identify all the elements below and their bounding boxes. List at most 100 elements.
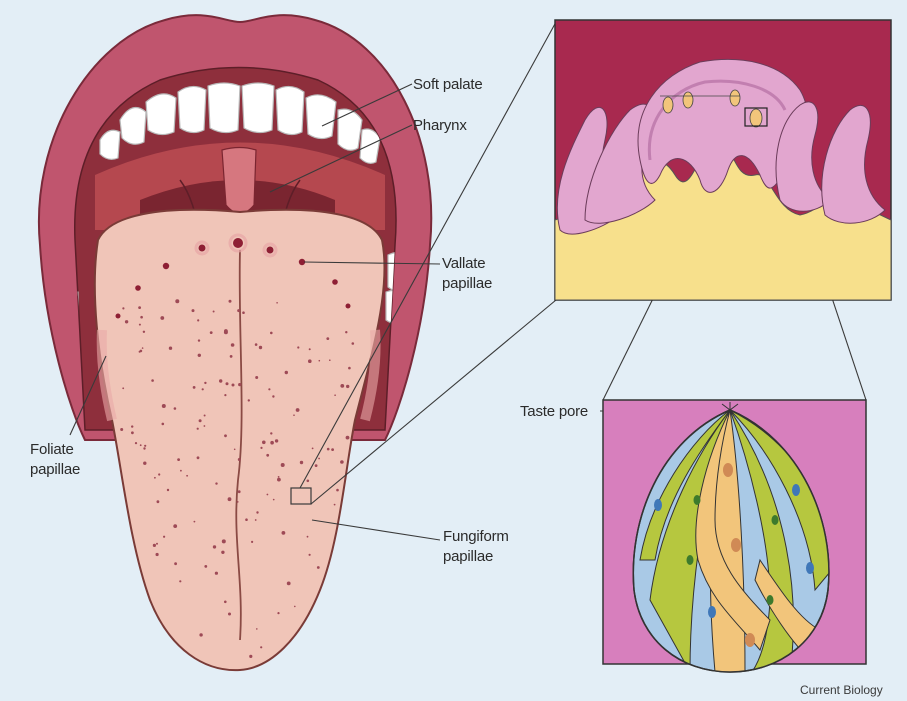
fungiform-papilla-dot — [267, 494, 269, 496]
label-soft-palate: Soft palate — [413, 75, 483, 94]
fungiform-papilla-dot — [272, 395, 274, 397]
fungiform-papilla-dot — [139, 324, 141, 326]
fungiform-papilla-dot — [238, 383, 241, 386]
fungiform-papilla-dot — [336, 489, 339, 492]
fungiform-papilla-dot — [131, 431, 134, 434]
fungiform-papilla-dot — [224, 329, 228, 333]
fungiform-papilla-dot — [262, 441, 266, 445]
tongue — [95, 210, 385, 670]
fungiform-papilla-dot — [234, 449, 236, 451]
fungiform-papilla-dot — [224, 601, 227, 604]
fungiform-papilla-dot — [259, 346, 262, 349]
fungiform-papilla-dot — [140, 444, 142, 446]
fungiform-papilla-dot — [251, 541, 253, 543]
fungiform-papilla-dot — [153, 544, 156, 547]
fungiform-papilla-dot — [125, 320, 128, 323]
fungiform-papilla-dot — [120, 428, 123, 431]
fungiform-papilla-dot — [199, 419, 202, 422]
fungiform-papilla-dot — [319, 360, 321, 362]
label-vallate-line1: Vallate — [442, 254, 485, 273]
fungiform-papilla-dot — [297, 346, 299, 348]
label-foliate-line1: Foliate — [30, 440, 74, 459]
fungiform-papilla-dot — [300, 461, 303, 464]
fungiform-papilla-dot — [173, 524, 177, 528]
fungiform-papilla-dot — [122, 307, 124, 309]
fungiform-papilla-dot — [204, 565, 207, 568]
uvula — [222, 148, 256, 214]
fungiform-papilla-dot — [275, 439, 278, 442]
fungiform-papilla-dot — [281, 463, 285, 467]
fungiform-papilla-dot — [230, 355, 233, 358]
fungiform-papilla-dot — [138, 306, 141, 309]
fungiform-papilla-dot — [144, 445, 146, 447]
fungiform-papilla-dot — [197, 456, 200, 459]
fungiform-papilla-dot — [122, 387, 124, 389]
fungiform-papilla-dot — [210, 331, 213, 334]
label-foliate-line2: papillae — [30, 460, 80, 479]
fungiform-papilla-dot — [204, 425, 206, 427]
fungiform-papilla-dot — [260, 447, 262, 449]
fungiform-papilla-dot — [238, 490, 241, 493]
fungiform-papilla-dot — [198, 339, 200, 341]
papillae-cross-section-inset — [555, 20, 891, 300]
fungiform-papilla-dot — [248, 399, 250, 401]
taste-bud-inset — [603, 400, 866, 672]
fungiform-papilla-dot — [142, 347, 144, 349]
fungiform-papilla-dot — [340, 460, 344, 464]
fungiform-papilla-dot — [215, 482, 217, 484]
label-fungiform-line2: papillae — [443, 547, 493, 566]
fungiform-papilla-dot — [268, 388, 270, 390]
fungiform-papilla-dot — [154, 477, 156, 479]
fungiform-papilla-dot — [226, 382, 229, 385]
credit-text: Current Biology — [800, 683, 883, 697]
fungiform-papilla-dot — [204, 415, 206, 417]
fungiform-papilla-dot — [197, 428, 199, 430]
fungiform-papilla-dot — [224, 434, 227, 437]
fungiform-papilla-dot — [315, 464, 318, 467]
fungiform-papilla-dot — [312, 448, 314, 450]
fungiform-papilla-dot — [219, 379, 222, 382]
fungiform-papilla-dot — [228, 613, 231, 616]
fungiform-papilla-dot — [156, 553, 159, 556]
fungiform-papilla-dot — [160, 316, 164, 320]
fungiform-papilla-dot — [194, 521, 196, 523]
fungiform-papilla-dot — [162, 404, 166, 408]
fungiform-papilla-dot — [139, 351, 141, 353]
fungiform-papilla-dot — [340, 384, 344, 388]
fungiform-papilla-dot — [169, 347, 172, 350]
fungiform-papilla-dot — [296, 408, 300, 412]
fungiform-papilla-dot — [270, 441, 274, 445]
fungiform-papilla-dot — [157, 500, 160, 503]
fungiform-papilla-dot — [255, 519, 257, 521]
fungiform-papilla-dot — [352, 342, 355, 345]
fungiform-papilla-dot — [256, 511, 258, 513]
fungiform-papilla-dot — [162, 423, 165, 426]
fungiform-papilla-dot — [131, 425, 133, 427]
fungiform-papilla-dot — [237, 309, 240, 312]
fungiform-papilla-dot — [151, 379, 154, 382]
fungiform-papilla-dot — [177, 458, 180, 461]
label-vallate-line2: papillae — [442, 274, 492, 293]
fungiform-papilla-dot — [285, 371, 288, 374]
fungiform-papilla-dot — [202, 388, 204, 390]
fungiform-papilla-dot — [308, 359, 312, 363]
fungiform-papilla-dot — [158, 473, 160, 475]
fungiform-papilla-dot — [255, 376, 258, 379]
fungiform-papilla-dot — [174, 407, 177, 410]
fungiform-papilla-dot — [135, 442, 137, 444]
fungiform-papilla-dot — [237, 501, 239, 503]
fungiform-papilla-dot — [278, 476, 280, 478]
fungiform-papilla-dot — [334, 504, 336, 506]
fungiform-papilla-dot — [140, 316, 143, 319]
fungiform-papilla-dot — [318, 458, 320, 460]
label-pharynx: Pharynx — [413, 116, 467, 135]
fungiform-papilla-dot — [175, 299, 179, 303]
fungiform-papilla-dot — [273, 499, 275, 501]
fungiform-papilla-dot — [199, 633, 202, 636]
fungiform-papilla-dot — [222, 539, 226, 543]
label-fungiform-line1: Fungiform — [443, 527, 509, 546]
fungiform-papilla-dot — [307, 536, 309, 538]
fungiform-papilla-dot — [228, 497, 232, 501]
